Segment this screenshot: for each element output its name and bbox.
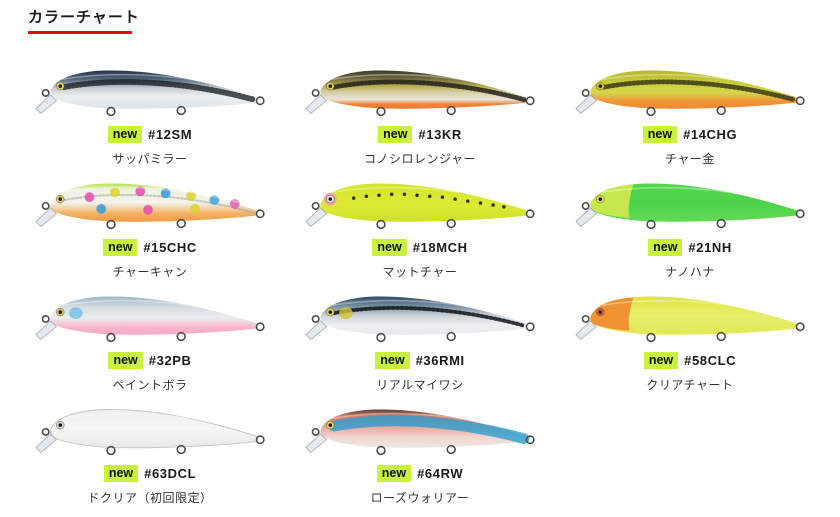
label-row: new #12SM — [107, 125, 193, 144]
color-code: #13KR — [418, 127, 462, 142]
color-chart-grid: new #12SM サッパミラー new #13KR コノシロレンジャー new… — [30, 60, 840, 512]
color-name: ナノハナ — [665, 265, 715, 279]
color-code: #15CHC — [143, 240, 197, 255]
color-item: new #12SM サッパミラー — [30, 60, 270, 173]
color-item: new #13KR コノシロレンジャー — [300, 60, 540, 173]
page-header: カラーチャート — [28, 8, 840, 34]
new-badge: new — [107, 126, 143, 143]
lure-image — [573, 173, 807, 235]
lure-image — [33, 173, 267, 235]
lure-image — [303, 286, 537, 348]
label-row: new #36RMI — [375, 351, 464, 370]
color-name: ローズウォリアー — [370, 491, 470, 505]
new-badge: new — [643, 352, 679, 369]
lure-image — [33, 60, 267, 122]
lure-image — [573, 60, 807, 122]
color-item: new #36RMI リアルマイワシ — [300, 286, 540, 399]
label-row: new #13KR — [378, 125, 462, 144]
color-name: リアルマイワシ — [376, 378, 464, 392]
page-title: カラーチャート — [28, 9, 140, 26]
color-name: サッパミラー — [112, 152, 188, 166]
new-badge: new — [376, 465, 412, 482]
color-code: #14CHG — [683, 127, 738, 142]
label-row: new #32PB — [108, 351, 191, 370]
new-badge: new — [378, 126, 413, 143]
new-badge: new — [642, 126, 678, 143]
lure-image — [303, 399, 537, 461]
lure-image — [303, 173, 537, 235]
color-name: ペイントボラ — [112, 378, 188, 392]
color-item: new #15CHC チャーキャン — [30, 173, 270, 286]
color-item: new #64RW ローズウォリアー — [300, 399, 540, 512]
label-row: new #21NH — [648, 238, 732, 257]
color-name: コノシロレンジャー — [364, 152, 476, 166]
color-code: #58CLC — [684, 353, 737, 368]
color-code: #36RMI — [415, 353, 465, 368]
color-item: new #21NH ナノハナ — [570, 173, 810, 286]
label-row: new #18MCH — [372, 238, 467, 257]
label-row: new #58CLC — [643, 351, 737, 370]
color-code: #63DCL — [144, 466, 197, 481]
title-underline — [28, 31, 132, 34]
new-badge: new — [108, 352, 143, 369]
label-row: new #64RW — [376, 464, 464, 483]
color-name: チャー金 — [665, 152, 715, 166]
label-row: new #63DCL — [103, 464, 197, 483]
color-code: #64RW — [417, 466, 464, 481]
color-item: new #14CHG チャー金 — [570, 60, 810, 173]
new-badge: new — [372, 239, 407, 256]
lure-image — [303, 60, 537, 122]
lure-image — [573, 286, 807, 348]
color-name: チャーキャン — [112, 265, 188, 279]
lure-image — [33, 286, 267, 348]
new-badge: new — [103, 465, 139, 482]
new-badge: new — [103, 239, 138, 256]
color-item: new #32PB ペイントボラ — [30, 286, 270, 399]
color-item: new #18MCH マットチャー — [300, 173, 540, 286]
color-item: new #58CLC クリアチャート — [570, 286, 810, 399]
color-code: #18MCH — [412, 240, 468, 255]
color-code: #32PB — [148, 353, 192, 368]
color-name: マットチャー — [382, 265, 458, 279]
label-row: new #15CHC — [103, 238, 197, 257]
color-code: #21NH — [688, 240, 732, 255]
color-name: クリアチャート — [646, 378, 734, 392]
new-badge: new — [375, 352, 410, 369]
color-code: #12SM — [148, 127, 193, 142]
lure-image — [33, 399, 267, 461]
label-row: new #14CHG — [642, 125, 738, 144]
color-name: ドクリア（初回限定） — [87, 491, 213, 505]
new-badge: new — [648, 239, 683, 256]
color-item: new #63DCL ドクリア（初回限定） — [30, 399, 270, 512]
